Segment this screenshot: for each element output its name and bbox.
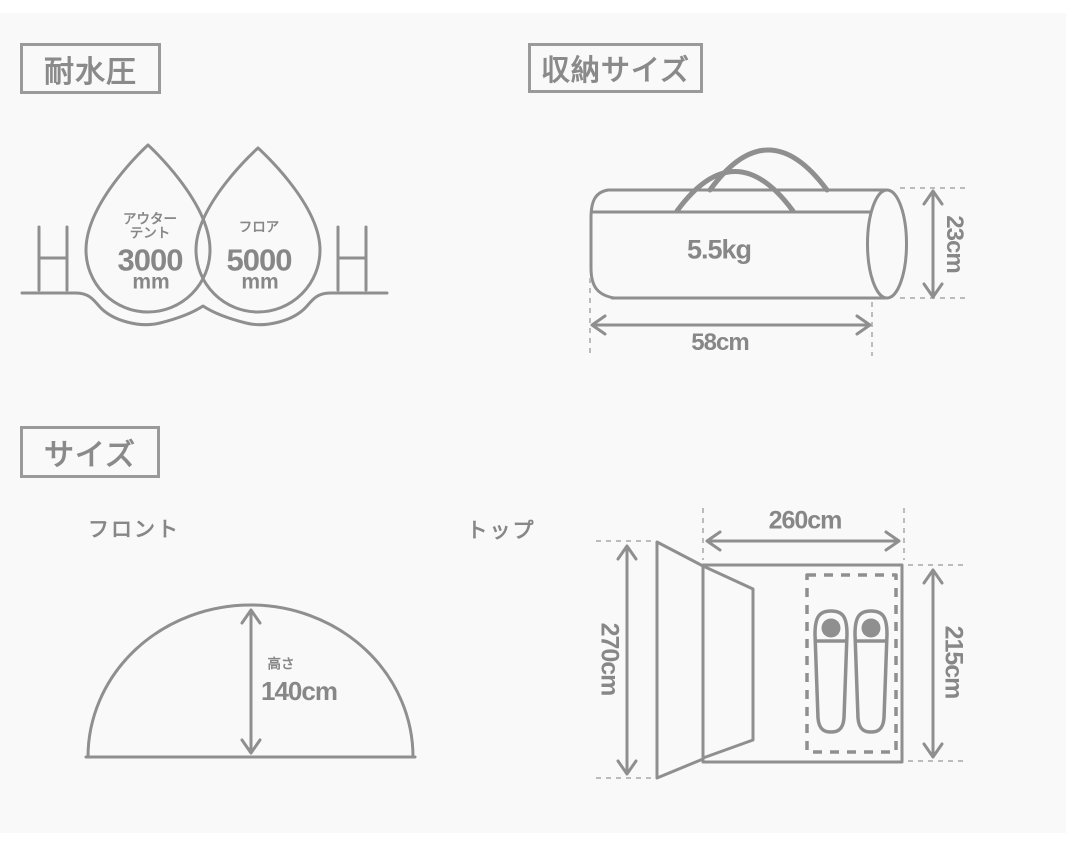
top-door-panel bbox=[655, 540, 705, 780]
right-measure-post bbox=[336, 225, 368, 292]
storage-bag-illustration bbox=[589, 147, 908, 300]
ground-line bbox=[20, 291, 389, 327]
tent-front-illustration bbox=[84, 603, 417, 759]
sleeping-bag-left-icon bbox=[813, 609, 849, 734]
storage-dimension-marks bbox=[589, 187, 970, 356]
top-width-label: 260cm bbox=[768, 506, 843, 535]
bag-length-label: 58cm bbox=[691, 329, 749, 356]
top-depth-label: 270cm bbox=[595, 622, 624, 696]
front-view-label: フロント bbox=[88, 518, 180, 542]
water-resistance-title-text: 耐水圧 bbox=[44, 55, 137, 89]
outer-tent-unit: mm bbox=[132, 270, 170, 294]
front-height-caption: 高さ bbox=[267, 656, 295, 672]
top-width-arrow bbox=[705, 530, 901, 552]
content-background bbox=[0, 13, 1066, 833]
inner-tent-dashed-rect bbox=[805, 573, 898, 754]
outer-tent-value: 3000 bbox=[117, 242, 184, 278]
section-title-storage-size: 収納サイズ bbox=[528, 43, 703, 93]
top-view-label: トップ bbox=[466, 519, 536, 543]
top-inner-length-arrow bbox=[922, 568, 944, 759]
bag-weight-label: 5.5kg bbox=[686, 234, 752, 265]
top-depth-arrow bbox=[616, 544, 638, 776]
water-drop-outer-tent-icon bbox=[84, 143, 212, 314]
bag-length-arrow bbox=[590, 314, 872, 336]
floor-unit: mm bbox=[241, 270, 279, 294]
bag-height-arrow bbox=[922, 189, 944, 299]
bag-body bbox=[589, 188, 887, 300]
floor-value: 5000 bbox=[226, 242, 293, 278]
size-title-text: サイズ bbox=[43, 439, 137, 472]
top-inner-length-label: 215cm bbox=[939, 625, 968, 699]
floor-label: フロア bbox=[238, 219, 280, 235]
outer-tent-label-line1: アウター bbox=[123, 211, 177, 227]
bag-height-label: 23cm bbox=[941, 215, 968, 273]
section-title-size: サイズ bbox=[20, 426, 160, 478]
bag-end-cap bbox=[866, 188, 908, 300]
outer-tent-label-line2: テント bbox=[129, 225, 171, 241]
tent-top-illustration bbox=[655, 540, 904, 780]
front-height-value: 140cm bbox=[261, 676, 338, 706]
sleeping-bag-right-icon bbox=[853, 609, 889, 734]
front-height-arrow bbox=[240, 608, 262, 755]
storage-title-text: 収納サイズ bbox=[540, 55, 691, 87]
section-title-water-resistance: 耐水圧 bbox=[20, 43, 161, 94]
bag-handle-front bbox=[674, 169, 796, 214]
top-door-opening bbox=[701, 564, 755, 760]
water-drop-floor-icon bbox=[194, 146, 322, 314]
top-dimension-marks bbox=[596, 508, 968, 779]
top-dashed-guides bbox=[596, 508, 968, 779]
storage-dashed-guides bbox=[589, 187, 970, 356]
left-measure-post bbox=[37, 225, 69, 292]
front-dome-outline bbox=[86, 603, 415, 759]
water-resistance-illustration bbox=[20, 143, 389, 327]
